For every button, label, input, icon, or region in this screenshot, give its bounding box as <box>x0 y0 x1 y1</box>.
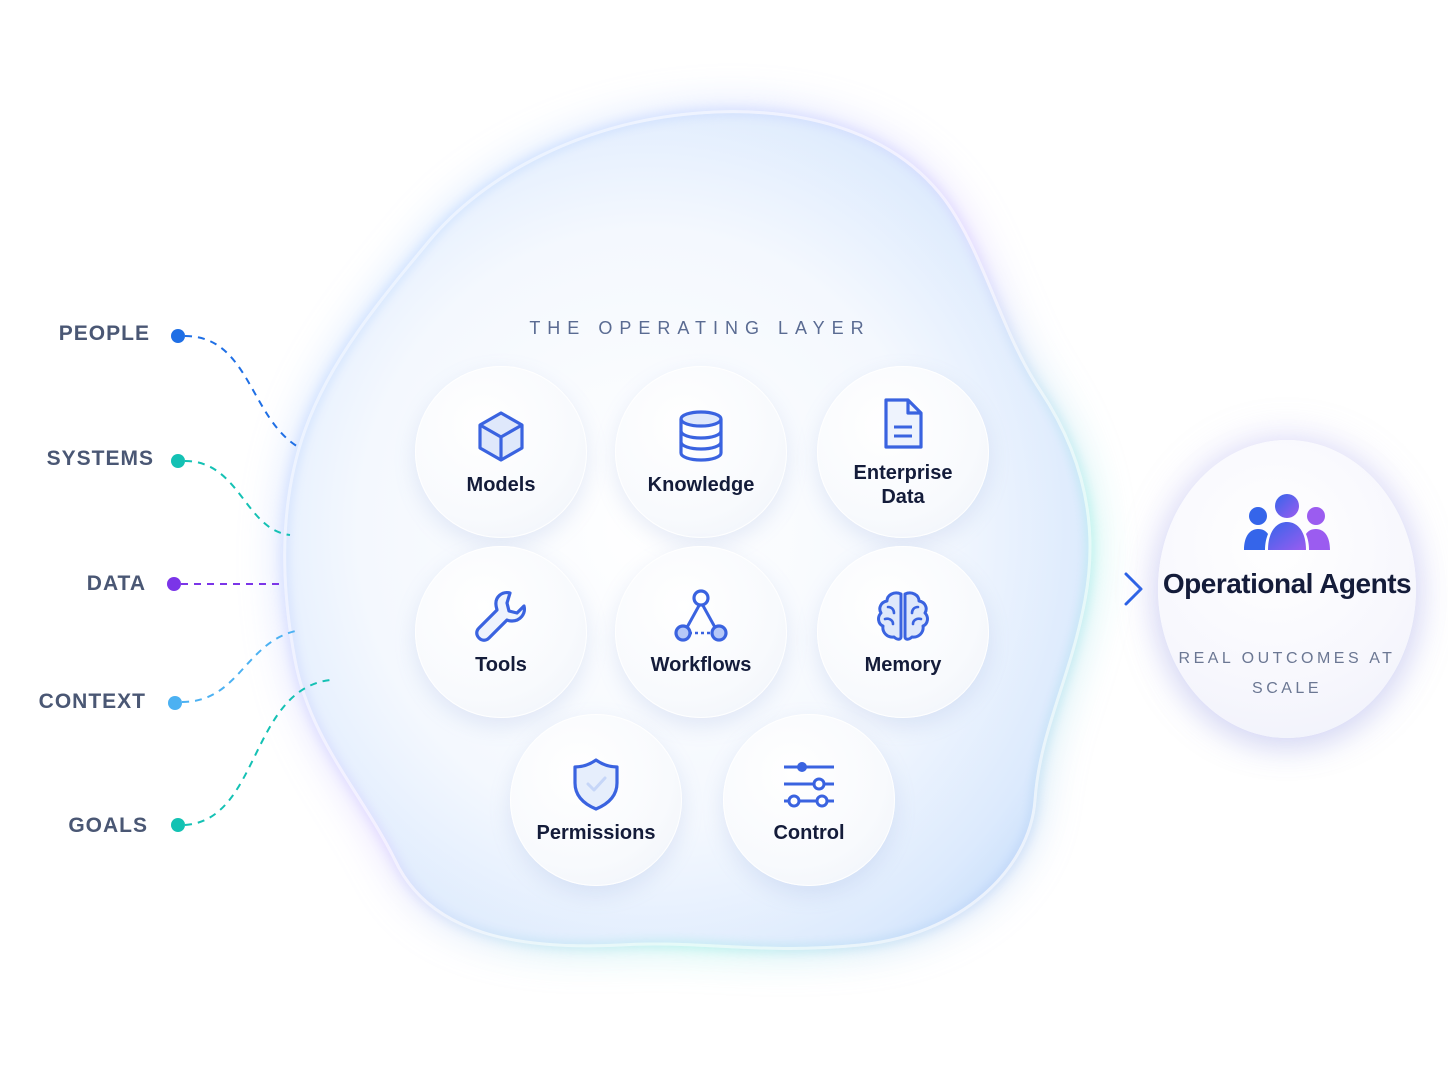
connector-people <box>184 335 301 449</box>
input-label-people: PEOPLE <box>58 322 150 345</box>
capability-label-tools: Tools <box>475 654 527 676</box>
wrench-icon <box>475 591 526 642</box>
connector-context <box>181 629 301 703</box>
brain-icon <box>877 591 929 641</box>
input-dot-people <box>171 329 185 343</box>
output-title: Operational Agents <box>1162 568 1412 599</box>
output-subtitle: REAL OUTCOMES AT SCALE <box>1178 650 1396 697</box>
shield-icon <box>573 758 619 811</box>
document-icon <box>884 398 923 449</box>
capability-workflows: Workflows <box>615 546 787 718</box>
capability-control: Control <box>723 714 895 886</box>
capability-knowledge: Knowledge <box>615 366 787 538</box>
capability-label-control: Control <box>773 822 845 844</box>
people-group-icon <box>1244 494 1330 550</box>
input-dot-goals <box>171 818 185 832</box>
capability-label-knowledge: Knowledge <box>647 474 755 496</box>
input-dot-systems <box>171 454 185 468</box>
input-dot-data <box>167 577 181 591</box>
input-label-context: CONTEXT <box>38 690 146 713</box>
capability-memory: Memory <box>817 546 989 718</box>
capability-label-models: Models <box>466 474 536 496</box>
input-label-data: DATA <box>86 572 146 595</box>
capability-label-permissions: Permissions <box>536 822 656 844</box>
sliders-icon <box>784 762 834 808</box>
workflow-nodes-icon <box>674 589 728 642</box>
input-label-systems: SYSTEMS <box>46 447 154 470</box>
operating-layer-title: THE OPERATING LAYER <box>529 318 871 338</box>
database-icon <box>679 410 723 462</box>
capability-label-workflows: Workflows <box>650 654 752 676</box>
capability-label-memory: Memory <box>864 654 942 676</box>
capability-enterprise-data: Enterprise Data <box>817 366 989 538</box>
capability-tools: Tools <box>415 546 587 718</box>
input-dot-context <box>168 696 182 710</box>
capability-models: Models <box>415 366 587 538</box>
operating-layer-edge <box>281 108 1093 952</box>
capability-label-enterprise-data: Enterprise Data <box>853 462 953 508</box>
connector-systems <box>184 460 291 536</box>
capability-permissions: Permissions <box>510 714 682 886</box>
output-arrow-head <box>1124 572 1143 606</box>
cube-icon <box>478 411 524 462</box>
output-operational-agents: Operational Agents REAL OUTCOMES AT SCAL… <box>1158 440 1416 738</box>
connector-goals <box>184 679 331 826</box>
input-label-goals: GOALS <box>68 814 148 837</box>
